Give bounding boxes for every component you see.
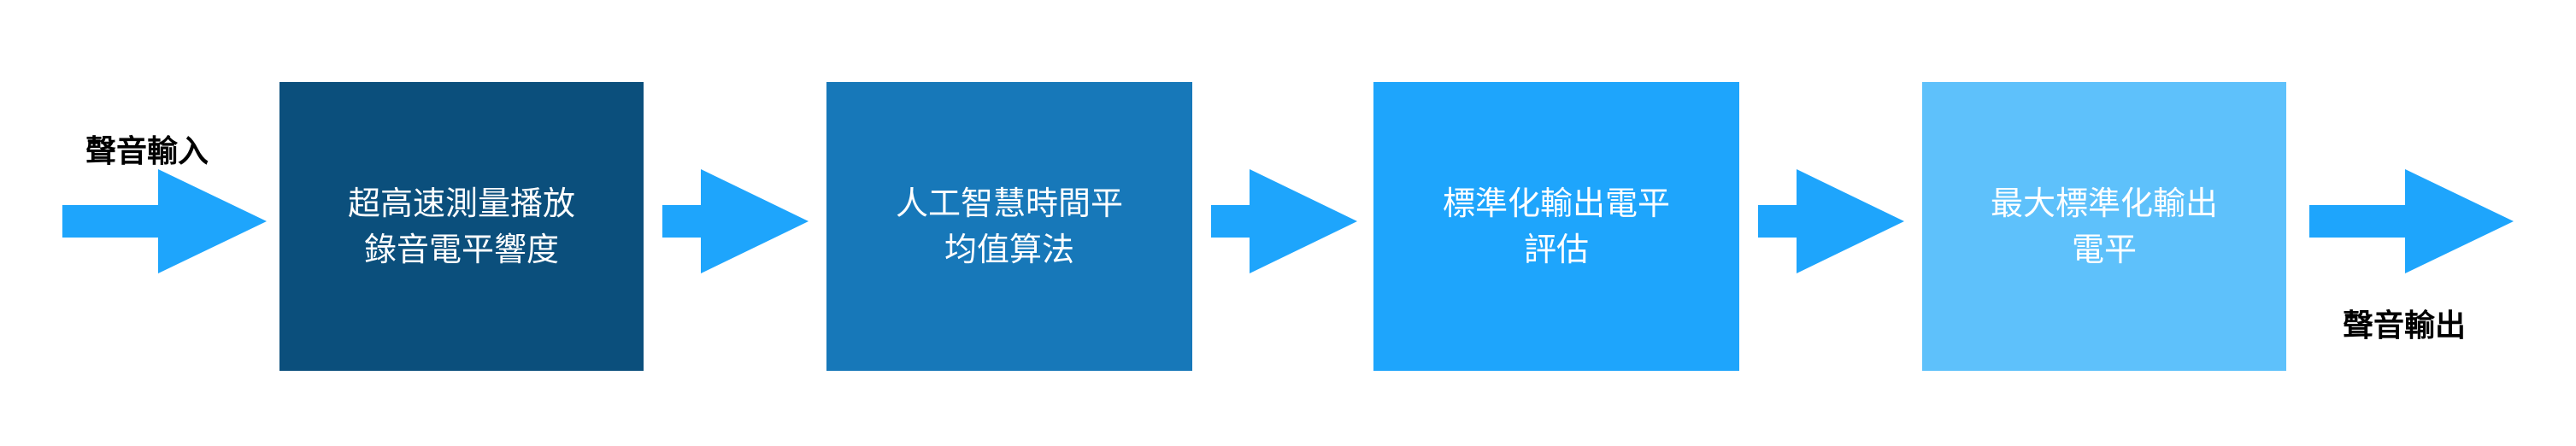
step-text: 標準化輸出電平 bbox=[1442, 185, 1670, 222]
input-label: 聲音輸入 bbox=[85, 134, 209, 169]
arrow-right-icon bbox=[2309, 169, 2514, 273]
step-text: 最大標準化輸出 bbox=[1990, 185, 2218, 222]
step-box-1: 超高速測量播放錄音電平響度 bbox=[279, 82, 644, 371]
step-box-4: 最大標準化輸出電平 bbox=[1922, 82, 2286, 371]
step-text: 人工智慧時間平 bbox=[895, 185, 1123, 222]
step-text: 電平 bbox=[2071, 231, 2137, 268]
arrow-right-icon bbox=[62, 169, 267, 273]
arrow-right-icon bbox=[662, 169, 809, 273]
arrow-right-icon bbox=[1211, 169, 1357, 273]
step-box-2: 人工智慧時間平均值算法 bbox=[826, 82, 1192, 371]
step-text: 錄音電平響度 bbox=[363, 231, 559, 268]
step-text: 均值算法 bbox=[944, 231, 1074, 268]
arrow-right-icon bbox=[1758, 169, 1904, 273]
step-text: 評估 bbox=[1523, 231, 1589, 268]
step-text: 超高速測量播放 bbox=[347, 185, 575, 222]
step-box-3: 標準化輸出電平評估 bbox=[1373, 82, 1739, 371]
output-label: 聲音輸出 bbox=[2343, 308, 2467, 343]
